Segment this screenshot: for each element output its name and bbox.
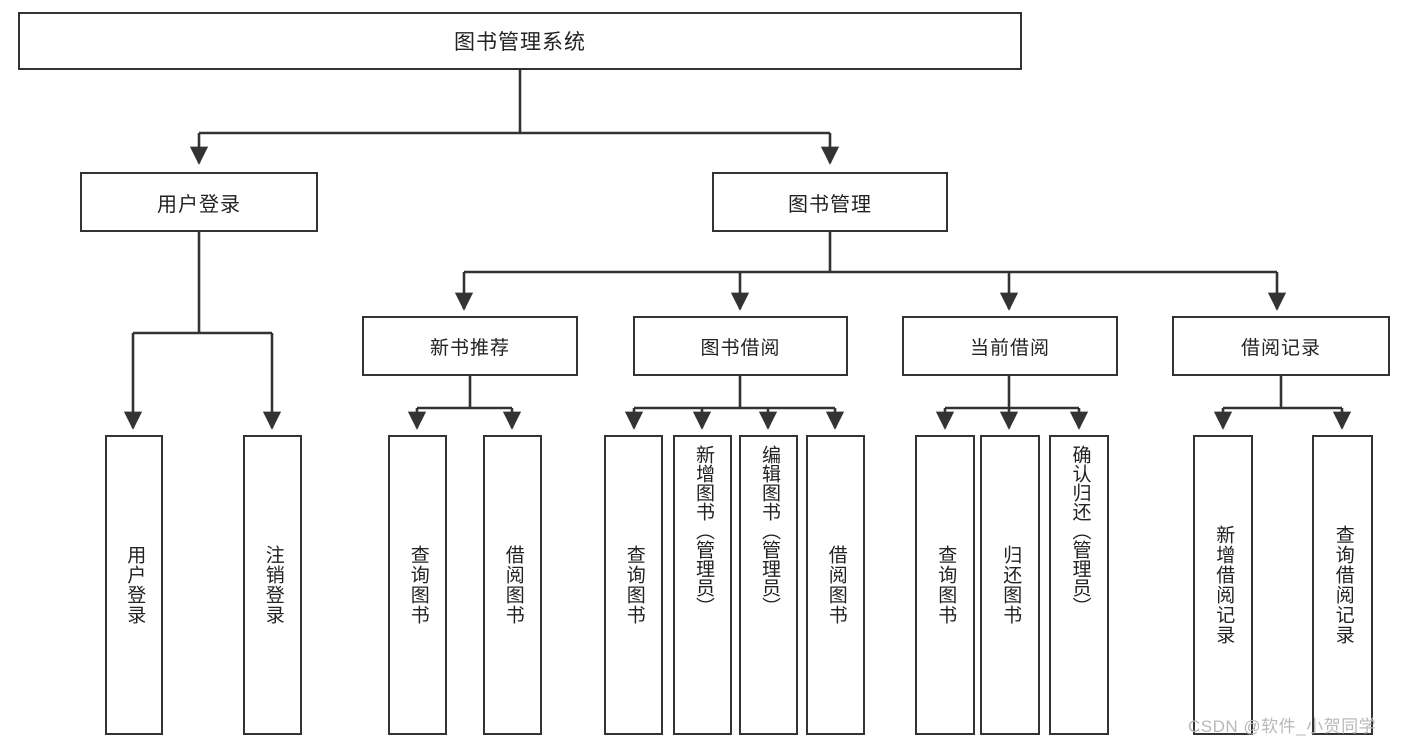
- leaf-query-book-2[interactable]: 查询图书: [604, 435, 663, 735]
- leaf-borrow-book-2-label: 借阅图书: [825, 545, 847, 625]
- leaf-add-book-label: 新增图书（管理员）: [692, 445, 714, 616]
- leaf-return-book[interactable]: 归还图书: [980, 435, 1040, 735]
- leaf-borrow-book-1[interactable]: 借阅图书: [483, 435, 542, 735]
- leaf-logout-login-label: 注销登录: [262, 545, 284, 625]
- leaf-confirm-return[interactable]: 确认归还（管理员）: [1049, 435, 1109, 735]
- node-book-borrow-label: 图书借阅: [700, 337, 781, 359]
- node-root-system[interactable]: 图书管理系统: [18, 12, 1022, 70]
- leaf-edit-book[interactable]: 编辑图书（管理员）: [739, 435, 798, 735]
- node-borrow-record[interactable]: 借阅记录: [1172, 316, 1390, 376]
- leaf-borrow-book-1-label: 借阅图书: [502, 545, 524, 625]
- node-current-borrow[interactable]: 当前借阅: [902, 316, 1118, 376]
- leaf-query-book-1-label: 查询图书: [407, 545, 429, 625]
- leaf-user-login-label: 用户登录: [124, 545, 146, 625]
- leaf-confirm-return-label: 确认归还（管理员）: [1069, 445, 1091, 616]
- leaf-add-record-label: 新增借阅记录: [1213, 525, 1235, 645]
- leaf-query-book-2-label: 查询图书: [623, 545, 645, 625]
- leaf-borrow-book-2[interactable]: 借阅图书: [806, 435, 865, 735]
- node-user-login[interactable]: 用户登录: [80, 172, 318, 232]
- node-new-book-recommend[interactable]: 新书推荐: [362, 316, 578, 376]
- leaf-user-login[interactable]: 用户登录: [105, 435, 163, 735]
- leaf-logout-login[interactable]: 注销登录: [243, 435, 302, 735]
- node-current-borrow-label: 当前借阅: [969, 337, 1050, 359]
- node-book-management[interactable]: 图书管理: [712, 172, 948, 232]
- node-user-login-label: 用户登录: [157, 193, 241, 216]
- leaf-query-book-3[interactable]: 查询图书: [915, 435, 975, 735]
- leaf-return-book-label: 归还图书: [1000, 545, 1022, 625]
- node-new-book-recommend-label: 新书推荐: [429, 337, 510, 359]
- leaf-query-record[interactable]: 查询借阅记录: [1312, 435, 1373, 735]
- node-borrow-record-label: 借阅记录: [1240, 337, 1321, 359]
- node-root-label: 图书管理系统: [454, 31, 586, 54]
- leaf-add-book[interactable]: 新增图书（管理员）: [673, 435, 732, 735]
- leaf-query-record-label: 查询借阅记录: [1332, 525, 1354, 645]
- leaf-query-book-3-label: 查询图书: [935, 545, 957, 625]
- watermark: CSDN @软件_小贺同学: [1188, 717, 1377, 736]
- node-book-borrow[interactable]: 图书借阅: [633, 316, 848, 376]
- leaf-edit-book-label: 编辑图书（管理员）: [758, 445, 780, 616]
- leaf-query-book-1[interactable]: 查询图书: [388, 435, 447, 735]
- leaf-add-record[interactable]: 新增借阅记录: [1193, 435, 1253, 735]
- node-book-management-label: 图书管理: [788, 193, 872, 216]
